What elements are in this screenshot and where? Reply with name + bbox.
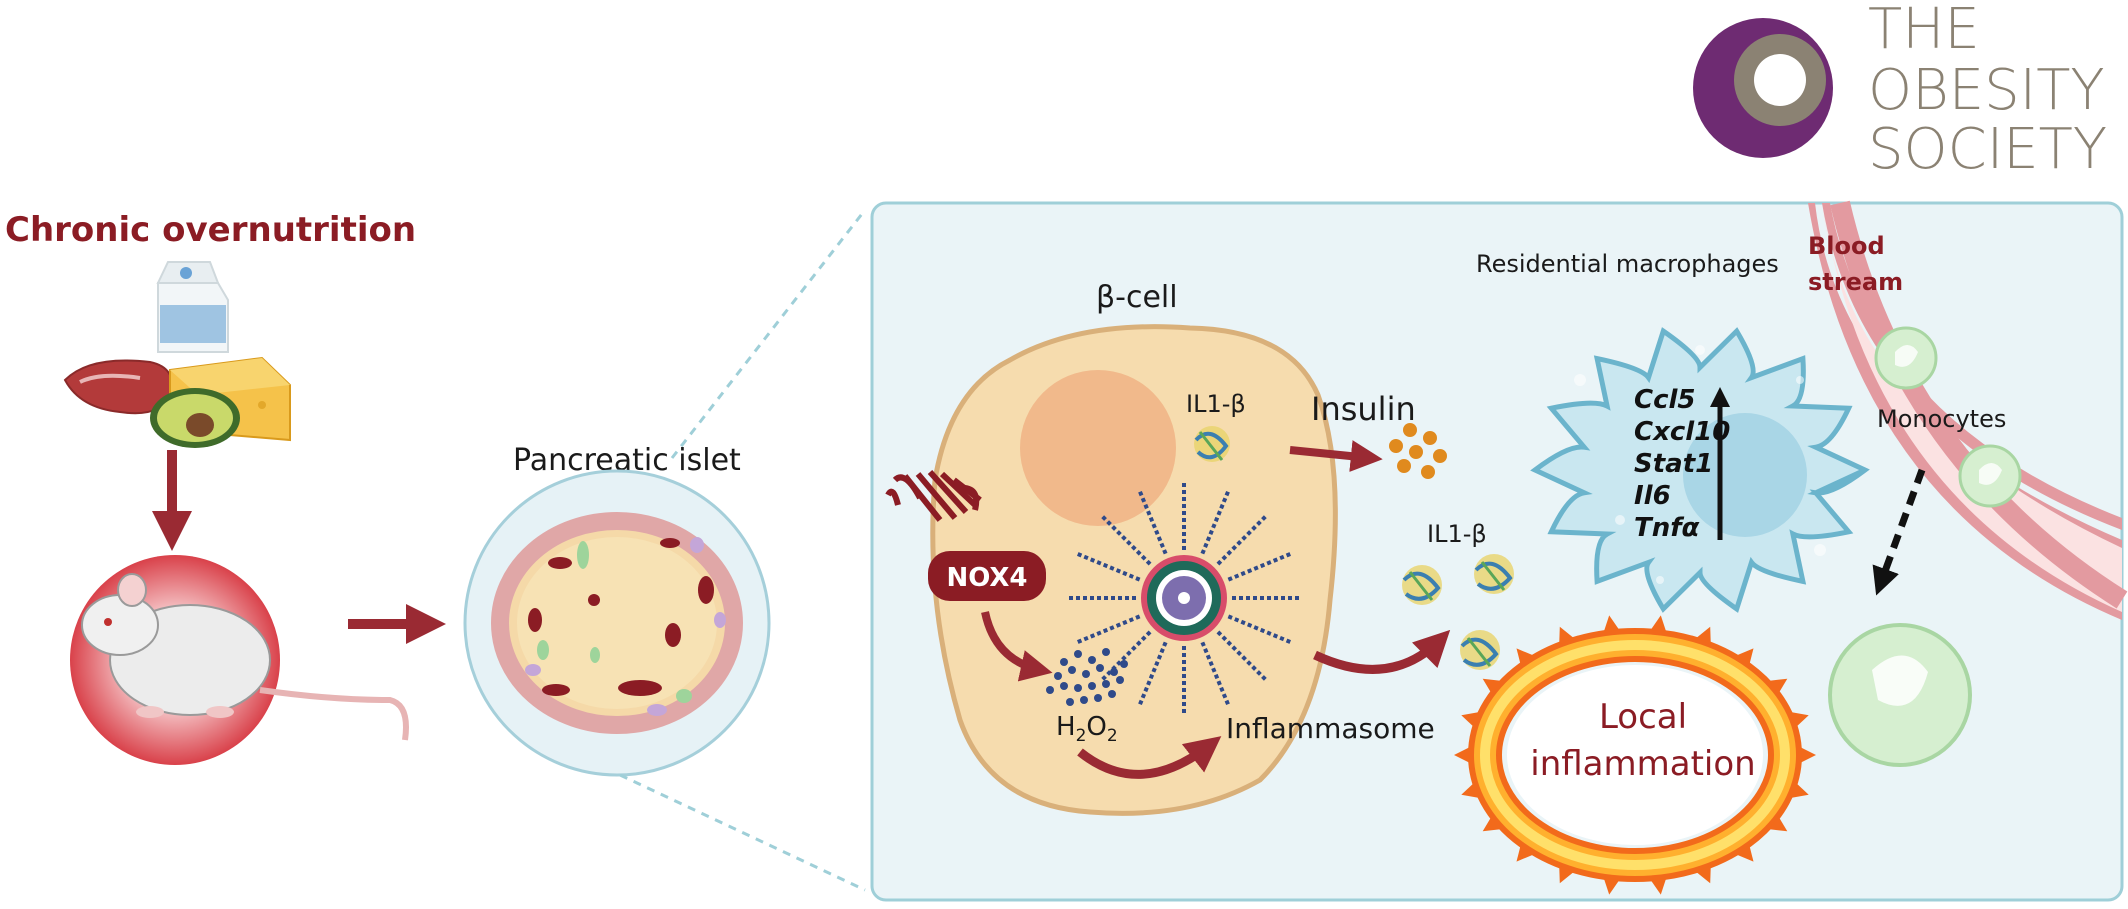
flame-tip	[1737, 844, 1754, 862]
flame-tip	[1737, 648, 1754, 666]
flame-tip	[1603, 877, 1620, 895]
flame-tip	[1461, 712, 1479, 728]
inflammasome-spoke	[1136, 488, 1168, 555]
blood-vessel	[1808, 200, 2128, 620]
inflammasome-spoke	[1227, 550, 1294, 582]
macrophage-title: Residential macrophages	[1476, 250, 1779, 278]
flame-tip	[1650, 877, 1667, 895]
zoom-line-bottom	[619, 773, 866, 892]
inflammasome-spoke	[1099, 513, 1152, 566]
chronic-overnutrition-title: Chronic overnutrition	[5, 210, 416, 250]
inflammasome-spoke	[1227, 614, 1294, 646]
h2o2-molecules-icon	[1046, 648, 1128, 706]
monocyte-cell-1	[1874, 326, 1938, 390]
flame-tip	[1516, 844, 1533, 862]
arrow-h2o2-to-inflammasome	[1077, 736, 1222, 779]
gene-stat1: Stat1	[1634, 449, 1713, 479]
arrow-cell-to-insulin	[1289, 440, 1383, 473]
local-inflammation-line-1: Local	[1599, 697, 1687, 737]
blood-stream-label-2: stream	[1808, 268, 1903, 296]
inflammasome-icon	[1066, 480, 1302, 716]
flame-tip	[1769, 678, 1788, 695]
flame-tip	[1516, 648, 1533, 666]
gene-tnfa: Tnfα	[1634, 513, 1700, 543]
flame-tip	[1791, 782, 1809, 798]
meat-icon	[63, 359, 173, 415]
logo-line-2: OBESITY	[1868, 58, 2105, 123]
gene-list: Ccl5 Cxcl10 Stat1 Il6 Tnfα	[1634, 385, 1730, 543]
obesity-society-logo: THE OBESITY SOCIETY	[1693, 0, 2107, 182]
inflammasome-spoke	[1099, 630, 1152, 683]
flame-tip	[1461, 782, 1479, 798]
nox4-badge	[928, 551, 1046, 601]
il1b-outside-label: IL1-β	[1427, 520, 1487, 548]
inflammasome-spoke	[1136, 641, 1168, 708]
blood-stream-label-1: Blood	[1808, 232, 1885, 260]
inflammasome-spoke	[1200, 488, 1232, 555]
flame-tip	[1559, 865, 1574, 884]
inflammasome-label: Inflammasome	[1226, 712, 1435, 745]
logo-line-3: SOCIETY	[1868, 117, 2107, 182]
flame-tip	[1454, 747, 1470, 763]
inflammasome-spoke	[1074, 550, 1141, 582]
gene-il6: Il6	[1634, 481, 1671, 511]
monocyte-cell-2	[1958, 444, 2022, 508]
flame-tip	[1650, 615, 1667, 633]
fire-ring-icon	[1454, 615, 1816, 895]
logo-line-1: THE	[1868, 0, 1980, 62]
flame-tip	[1603, 615, 1620, 633]
pancreatic-islet-icon	[463, 469, 771, 777]
il1b-protein-icon-outside-1	[1402, 565, 1442, 605]
arrow-inflammasome-to-il1b	[1313, 629, 1451, 674]
flame-tip	[1696, 626, 1711, 645]
h2o2-label: H2O2	[1056, 712, 1118, 746]
il1b-protein-icon-outside-2	[1474, 554, 1514, 594]
insulin-granules-icon	[1389, 423, 1447, 479]
inflammasome-spoke	[1074, 614, 1141, 646]
inflammasome-spoke	[1200, 641, 1232, 708]
local-inflammation-line-2: inflammation	[1530, 744, 1755, 784]
arrow-monocyte-migration	[1872, 468, 1926, 596]
flame-tip	[1791, 712, 1809, 728]
milk-carton-icon	[156, 261, 229, 353]
flame-tip	[1482, 678, 1501, 695]
macrophage-cell	[1530, 327, 1870, 613]
beta-cell-nucleus	[1020, 370, 1176, 526]
flame-tip	[1482, 815, 1501, 832]
nox4-receptor-icon	[885, 469, 982, 522]
mouse-icon	[70, 555, 409, 765]
nox4-label: NOX4	[946, 563, 1027, 593]
il1b-protein-icon-inside	[1194, 426, 1230, 462]
flame-tip	[1696, 865, 1711, 884]
il1b-protein-icon-outside-3	[1460, 630, 1500, 670]
monocytes-label: Monocytes	[1877, 405, 2006, 433]
flame-tip	[1800, 747, 1816, 763]
inflammasome-spoke	[1216, 630, 1269, 683]
insulin-label: Insulin	[1311, 390, 1416, 428]
inflammasome-spoke	[1216, 513, 1269, 566]
flame-tip	[1769, 815, 1788, 832]
monocyte-migrated	[1828, 623, 1972, 767]
il1b-inside-label: IL1-β	[1186, 390, 1246, 418]
beta-cell-label: β-cell	[1096, 280, 1178, 315]
zoom-line-top	[670, 209, 867, 459]
gene-cxcl10: Cxcl10	[1634, 417, 1730, 447]
avocado-icon	[150, 388, 240, 448]
arrow-nox4-to-h2o2	[981, 611, 1053, 682]
gene-ccl5: Ccl5	[1634, 385, 1696, 415]
flame-tip	[1559, 626, 1574, 645]
beta-cell	[930, 324, 1338, 816]
